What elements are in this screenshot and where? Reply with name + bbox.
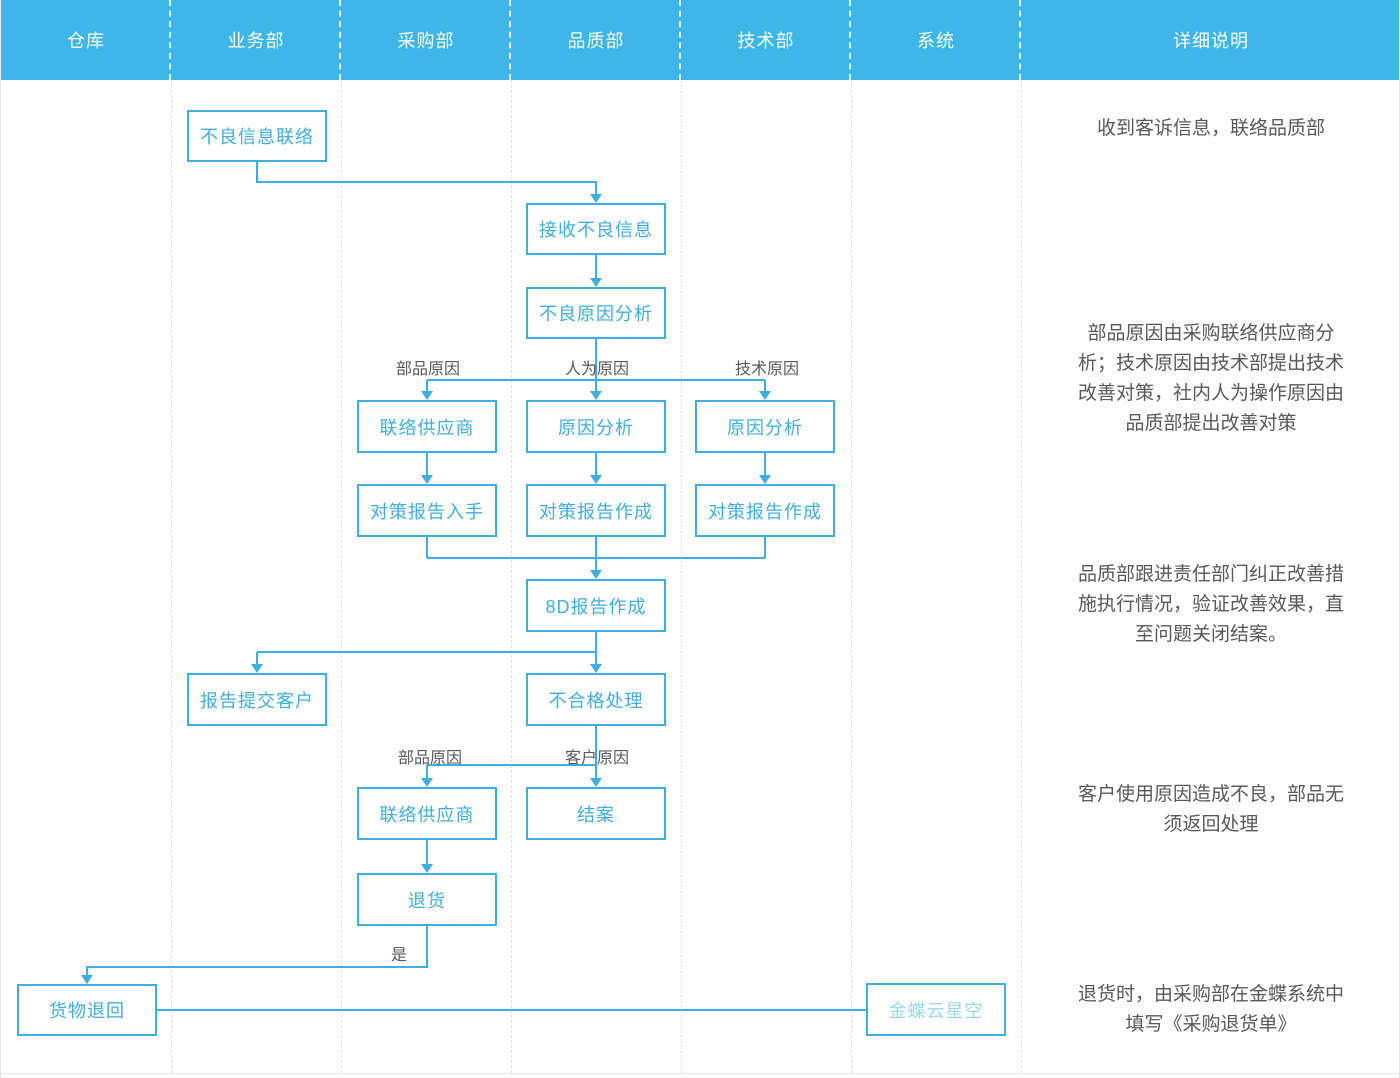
edge-label-human-cause: 人为原因 <box>564 361 630 378</box>
node-kingdee-cloud: 金蝶云星空 <box>866 983 1006 1036</box>
node-contact-supplier-2: 联络供应商 <box>357 787 497 840</box>
lane-separator <box>1021 80 1022 1073</box>
node-bad-cause-analysis: 不良原因分析 <box>526 287 666 339</box>
node-contact-supplier-1: 联络供应商 <box>357 400 497 453</box>
node-report-obtain: 对策报告入手 <box>357 484 497 537</box>
canvas-bottom-border <box>1 1073 1399 1074</box>
lane-header-row: 仓库 业务部 采购部 品质部 技术部 系统 详细说明 <box>1 0 1399 80</box>
lane-header-system: 系统 <box>851 0 1021 80</box>
node-nonconforming-handle: 不合格处理 <box>526 673 666 726</box>
edge-label-tech-cause: 技术原因 <box>734 361 800 378</box>
note-quality-followup: 品质部跟进责任部门纠正改善措施执行情况，验证改善效果，直至问题关闭结案。 <box>1077 564 1344 645</box>
lane-separator <box>171 80 172 1073</box>
node-report-make-1: 对策报告作成 <box>526 484 666 537</box>
edge-label-yes: 是 <box>390 947 408 964</box>
lane-header-technical: 技术部 <box>681 0 851 80</box>
lane-header-warehouse: 仓库 <box>1 0 171 80</box>
edge-label-customer-cause: 客户原因 <box>564 750 630 767</box>
lane-separator <box>341 80 342 1073</box>
edge-label-part-cause-1: 部品原因 <box>395 361 461 378</box>
lane-header-quality: 品质部 <box>511 0 681 80</box>
node-close-case: 结案 <box>526 787 666 840</box>
node-goods-returned: 货物退回 <box>17 984 157 1036</box>
node-cause-analysis-human: 原因分析 <box>526 400 666 453</box>
node-bad-info-contact: 不良信息联络 <box>187 110 327 162</box>
lane-header-business: 业务部 <box>171 0 341 80</box>
node-report-make-2: 对策报告作成 <box>695 484 835 537</box>
note-return-order: 退货时，由采购部在金蝶系统中填写《采购退货单》 <box>1077 984 1344 1035</box>
lane-separator <box>511 80 512 1073</box>
lane-header-details: 详细说明 <box>1173 31 1249 51</box>
note-cause-assignment: 部品原因由采购联络供应商分析；技术原因由技术部提出技术改善对策，社内人为操作原因… <box>1077 323 1344 434</box>
node-report-8d: 8D报告作成 <box>526 579 666 632</box>
node-return-goods: 退货 <box>357 873 497 926</box>
edge-label-part-cause-2: 部品原因 <box>397 750 463 767</box>
lane-header-purchasing: 采购部 <box>341 0 511 80</box>
note-receive-complaint: 收到客诉信息，联络品质部 <box>1096 118 1325 139</box>
node-report-to-customer: 报告提交客户 <box>187 673 327 726</box>
note-customer-cause: 客户使用原因造成不良，部品无须返回处理 <box>1077 784 1344 835</box>
node-cause-analysis-tech: 原因分析 <box>695 400 835 453</box>
node-receive-bad-info: 接收不良信息 <box>526 203 666 255</box>
lane-separator <box>851 80 852 1073</box>
lane-separator <box>681 80 682 1073</box>
